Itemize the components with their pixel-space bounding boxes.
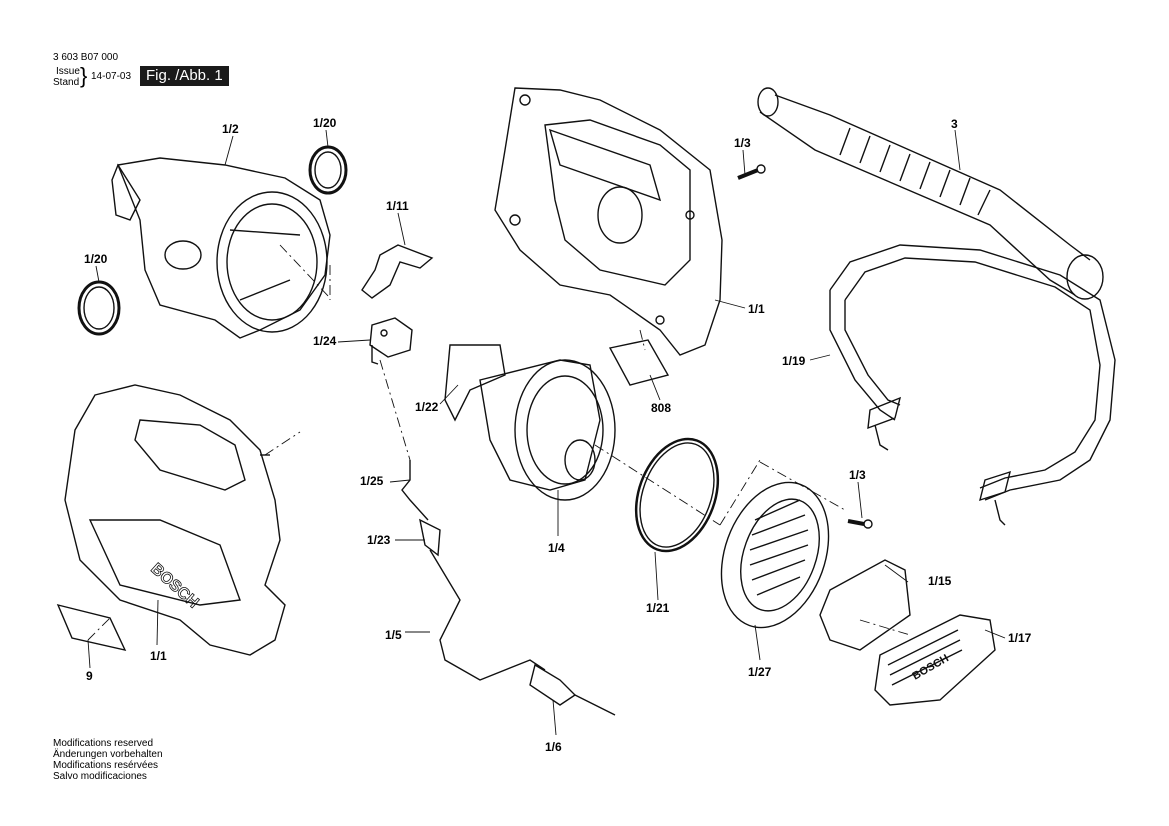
label-1-17: 1/17 (1008, 631, 1032, 645)
shoulder-strap (829, 244, 1116, 526)
label-1-22: 1/22 (415, 400, 439, 414)
label-1-25: 1/25 (360, 474, 384, 488)
brand-logo-cover: BOSCH (911, 652, 951, 682)
label-808: 808 (651, 401, 672, 415)
footer-line-es: Salvo modificaciones (53, 771, 147, 782)
label-1-20-left: 1/20 (84, 252, 108, 266)
screw-top (737, 164, 766, 180)
label-1-23: 1/23 (367, 533, 391, 547)
brand-logo-front: BOSCH (147, 560, 201, 611)
switch-part (369, 317, 413, 358)
label-1-15: 1/15 (928, 574, 952, 588)
stand-label: Stand (53, 77, 80, 88)
housing-rear-part (494, 87, 723, 356)
label-9: 9 (86, 669, 93, 683)
label-plate-part (56, 603, 127, 651)
leader-lines (87, 129, 1006, 736)
issue-label: Issue (56, 66, 80, 77)
label-808-part (608, 339, 670, 386)
label-1-3-top: 1/3 (734, 136, 751, 150)
cable-part (401, 460, 616, 716)
footer-line-fr: Modifications resérvées (53, 760, 159, 771)
issue-date: 14-07-03 (91, 71, 132, 82)
hose-part (757, 87, 1104, 300)
label-1-5: 1/5 (385, 628, 402, 642)
clip-part (361, 244, 434, 299)
label-1-21: 1/21 (646, 601, 670, 615)
label-1-2: 1/2 (222, 122, 239, 136)
grille-cover-part (874, 614, 996, 706)
label-1-20-top: 1/20 (313, 116, 337, 130)
label-1-4: 1/4 (548, 541, 565, 555)
footer-line-en: Modifications reserved (53, 738, 154, 749)
fan-cover-part (720, 481, 830, 629)
motor-housing-part (111, 157, 331, 339)
brush-holder-part (444, 344, 506, 422)
footer-line-de: Änderungen vorbehalten (53, 749, 163, 760)
label-1-11: 1/11 (386, 199, 409, 213)
label-1-19: 1/19 (782, 354, 806, 368)
label-1-6: 1/6 (545, 740, 562, 754)
o-ring-large (634, 437, 720, 553)
label-1-24: 1/24 (313, 334, 337, 348)
guide-lines (87, 244, 911, 641)
footer-notes: Modifications reserved Änderungen vorbeh… (53, 738, 163, 782)
figure-badge: Fig. /Abb. 1 (140, 66, 229, 86)
screw-lower (847, 519, 873, 529)
motor-part (479, 359, 616, 501)
label-1-1-rear: 1/1 (748, 302, 765, 316)
label-3: 3 (951, 117, 958, 131)
brace: } (80, 63, 88, 88)
doc-number: 3 603 B07 000 (53, 52, 119, 63)
label-1-3-lower: 1/3 (849, 468, 866, 482)
o-ring-left (77, 280, 121, 336)
label-1-27: 1/27 (748, 665, 772, 679)
filter-part (819, 559, 911, 651)
label-1-1-front: 1/1 (150, 649, 167, 663)
